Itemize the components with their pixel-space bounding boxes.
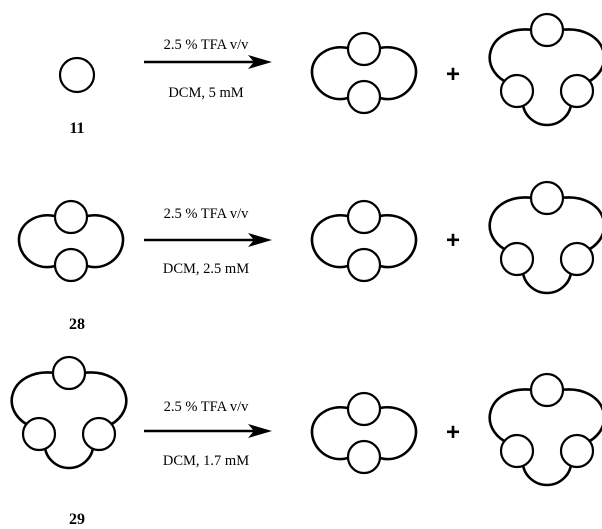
conditions-text-3: DCM, 1.7 mM bbox=[163, 453, 249, 469]
monomer-ring-11 bbox=[58, 56, 96, 94]
reaction-arrow-2 bbox=[142, 231, 274, 249]
trimer-product-2 bbox=[488, 180, 602, 295]
compound-label-11: 11 bbox=[69, 120, 84, 137]
compound-label-28: 28 bbox=[69, 316, 85, 333]
reaction-row-2: 28 2.5 % TFA v/v DCM, 2.5 mM + bbox=[17, 180, 602, 333]
dimer-reactant-28 bbox=[17, 199, 125, 283]
trimer-product-3 bbox=[488, 372, 602, 487]
conditions-text-1: DCM, 5 mM bbox=[168, 85, 243, 101]
plus-sign-1: + bbox=[446, 61, 460, 88]
conditions-text-2: DCM, 2.5 mM bbox=[163, 261, 249, 277]
reaction-row-1: 11 2.5 % TFA v/v DCM, 5 mM + bbox=[58, 12, 602, 137]
reagent-text-3: 2.5 % TFA v/v bbox=[164, 399, 250, 415]
reagent-text-1: 2.5 % TFA v/v bbox=[164, 37, 250, 53]
dimer-product-2 bbox=[310, 199, 418, 283]
compound-label-29: 29 bbox=[69, 511, 85, 528]
plus-sign-2: + bbox=[446, 227, 460, 254]
trimer-product-1 bbox=[488, 12, 602, 127]
reaction-arrow-1 bbox=[142, 53, 274, 71]
reaction-arrow-3 bbox=[142, 422, 274, 440]
trimer-reactant-29 bbox=[10, 355, 128, 470]
dimer-product-3 bbox=[310, 391, 418, 475]
reagent-text-2: 2.5 % TFA v/v bbox=[164, 206, 250, 222]
dimer-product-1 bbox=[310, 31, 418, 115]
reaction-row-3: 29 2.5 % TFA v/v DCM, 1.7 mM + bbox=[10, 355, 602, 528]
plus-sign-3: + bbox=[446, 419, 460, 446]
